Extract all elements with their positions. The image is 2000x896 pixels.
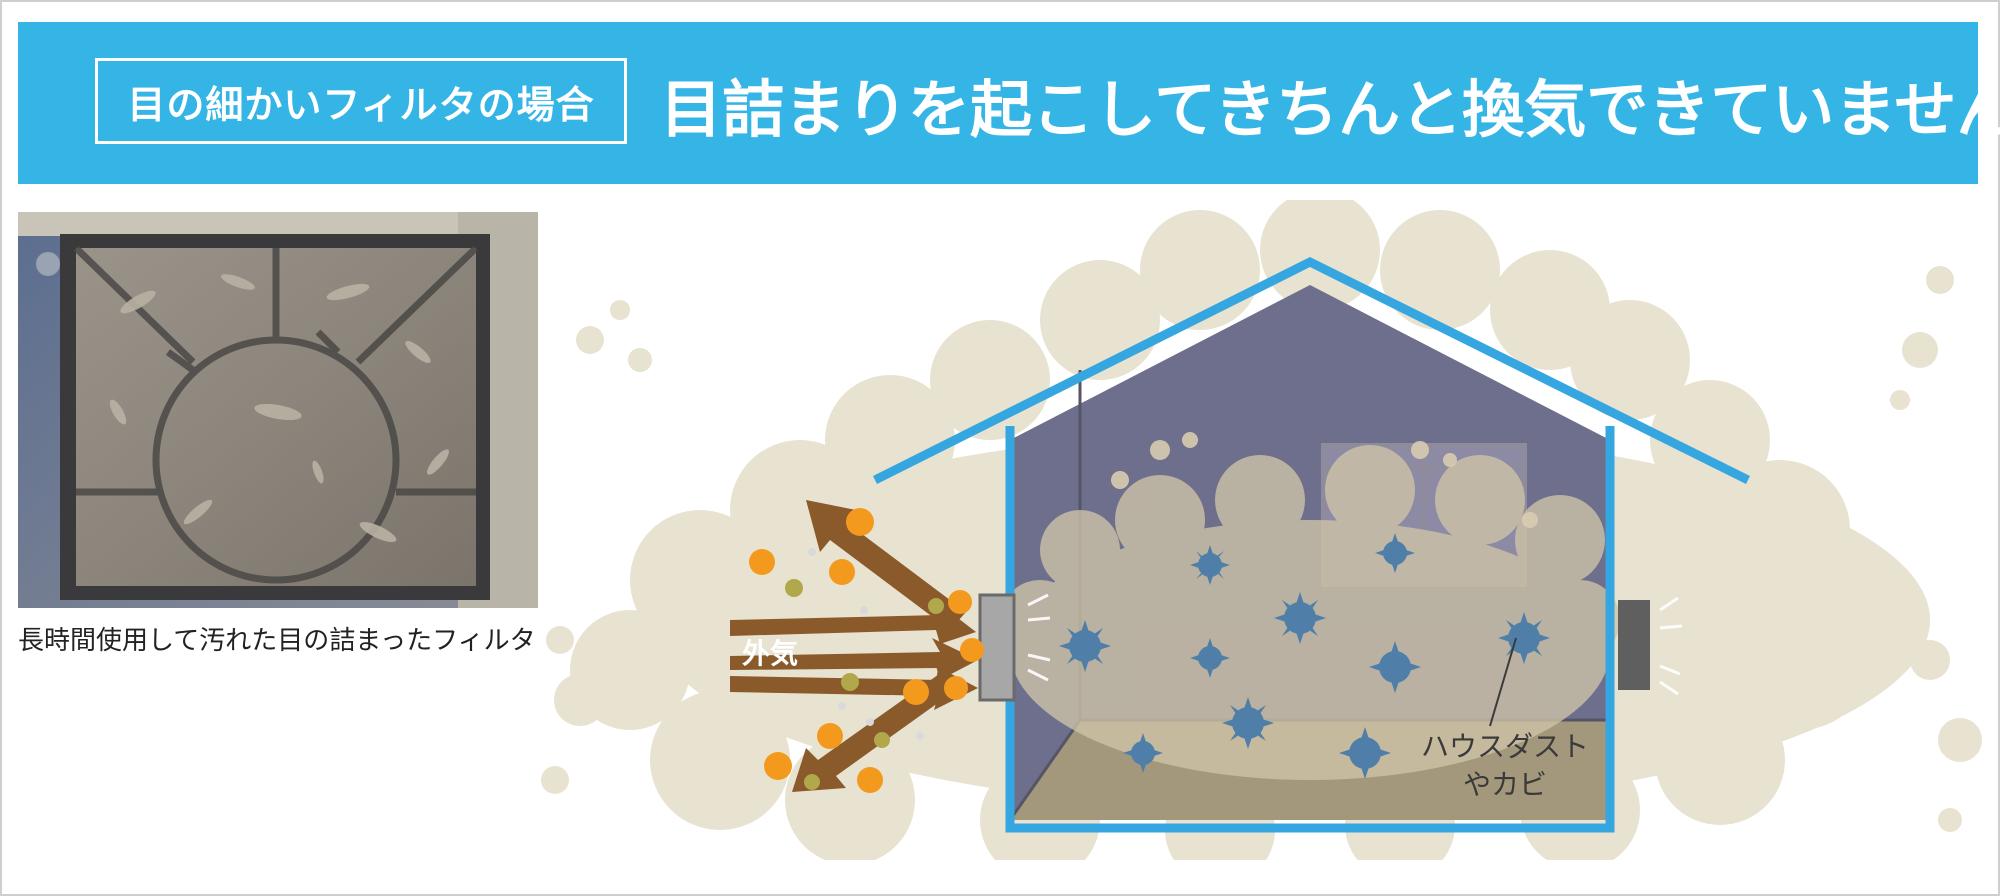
pollen-particles [749,508,984,793]
house-dust-label: ハウスダスト やカビ [1420,728,1590,804]
photo-caption: 長時間使用して汚れた目の詰まったフィルタ [18,626,536,656]
house-dust-label-line2: やカビ [1462,768,1547,801]
house-ventilation-illustration [520,200,1990,860]
outlet-vent [1618,600,1650,690]
inlet-vent [978,593,1016,702]
outside-air-label: 外気 [742,637,799,670]
dust-label-pointer [1489,637,1517,727]
clogged-filter-photo [18,212,538,608]
headline: 目詰まりを起こしてきちんと換気できていません [660,73,2000,146]
house-dust-label-line1: ハウスダスト [1420,730,1589,763]
condition-tag: 目の細かいフィルタの場合 [95,58,627,144]
mold-particles [1059,533,1550,779]
title-banner: 目の細かいフィルタの場合 目詰まりを起こしてきちんと換気できていません [18,22,2000,184]
house-roof [872,256,1751,485]
